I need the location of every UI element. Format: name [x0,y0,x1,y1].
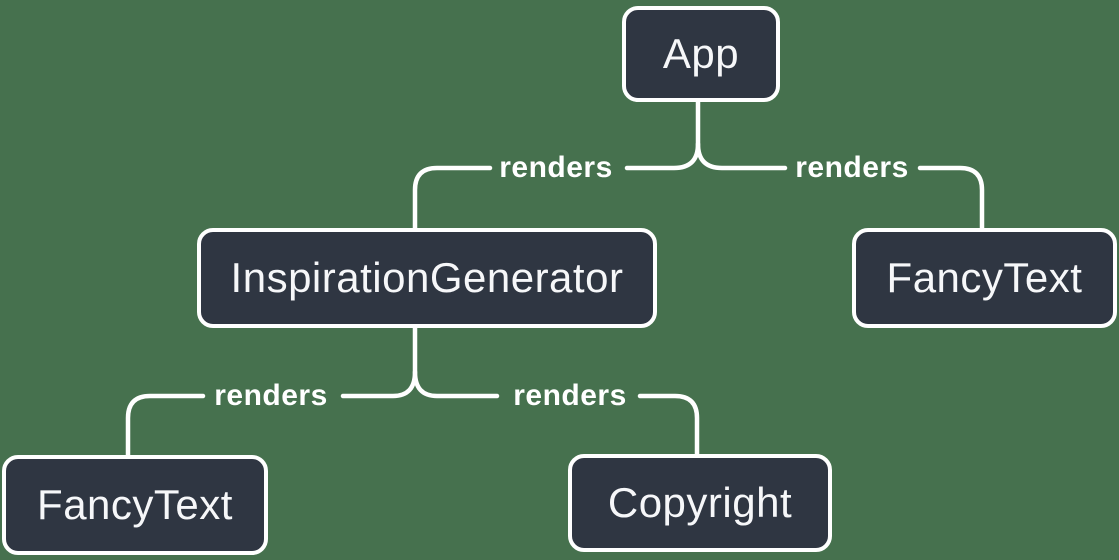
node-copyright: Copyright [568,454,832,552]
edge-label-app-inspiration-generator: renders [499,151,613,184]
edge-inspiration-generator-stem-right-branch [412,369,500,399]
edge-inspiration-generator-stem-left-branch [340,325,418,399]
node-inspiration-generator: InspirationGenerator [197,228,657,328]
edge-label-inspiration-generator-fancy-text: renders [214,379,328,412]
node-app: App [622,6,780,102]
edge-app-stem-right-branch [695,141,788,171]
node-inspiration-generator-label: InspirationGenerator [230,254,624,301]
edge-into-fancy-text-right [917,165,985,231]
edge-app-stem-left-branch [624,99,701,171]
edge-into-inspiration-generator [412,165,493,231]
edge-into-copyright [637,393,700,457]
edge-label-app-fancy-text: renders [795,151,909,184]
node-fancy-text-left: FancyText [2,455,268,555]
edge-into-fancy-text-left [125,393,206,458]
node-app-label: App [662,30,740,77]
node-fancy-text-right-label: FancyText [886,254,1083,301]
node-fancy-text-right: FancyText [852,228,1117,328]
node-copyright-label: Copyright [607,479,793,526]
edge-label-inspiration-generator-copyright: renders [513,379,627,412]
node-fancy-text-left-label: FancyText [37,481,233,528]
